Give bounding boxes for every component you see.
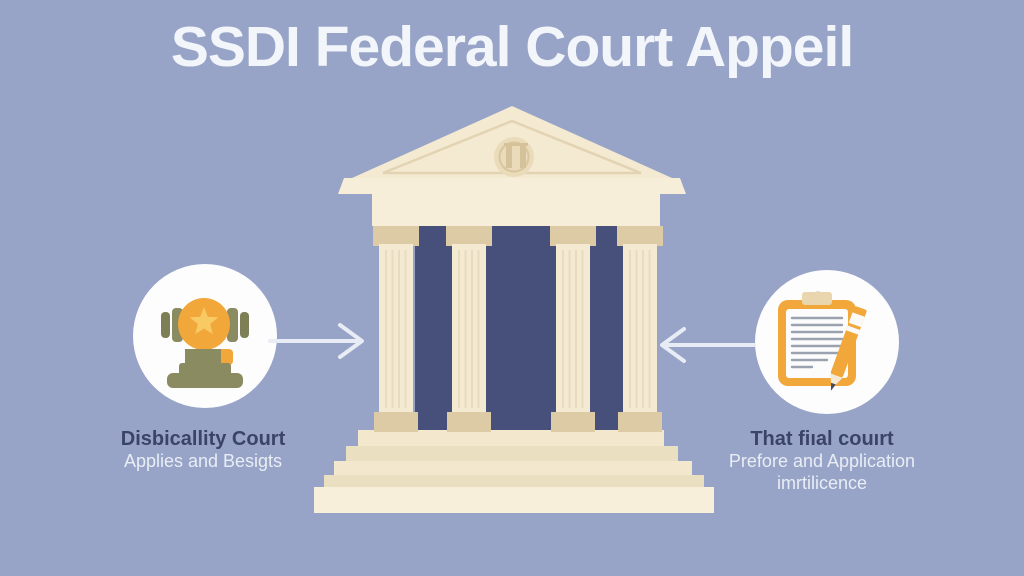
arrow-left-icon: [660, 327, 756, 363]
page-title: SSDI Federal Court Appeil: [170, 15, 854, 79]
column: [373, 226, 419, 432]
left-step-circle: [133, 264, 277, 408]
column: [446, 226, 492, 432]
left-caption-heading: Disbicallity Court: [120, 428, 286, 450]
right-step-caption: That fiıal couırt Prefore and Applicatio…: [672, 427, 972, 495]
right-caption-subtext-2: imrtilicence: [776, 473, 868, 494]
left-step-caption: Disbicallity Court Applies and Besigts: [53, 427, 353, 473]
clipboard-pencil-icon: [778, 291, 867, 391]
right-caption-subtext: Prefore and Application: [728, 451, 916, 472]
left-caption-subtext: Applies and Besigts: [123, 451, 283, 472]
courthouse-illustration: [314, 106, 714, 513]
arrow-right-icon: [268, 323, 364, 359]
award-trophy-icon: [161, 298, 249, 388]
right-caption-heading: That fiıal couırt: [750, 428, 894, 450]
pencil-icon: [830, 306, 867, 391]
pediment-medallion: [494, 137, 534, 177]
right-step-circle: [755, 270, 899, 414]
column: [617, 226, 663, 432]
column: [550, 226, 596, 432]
